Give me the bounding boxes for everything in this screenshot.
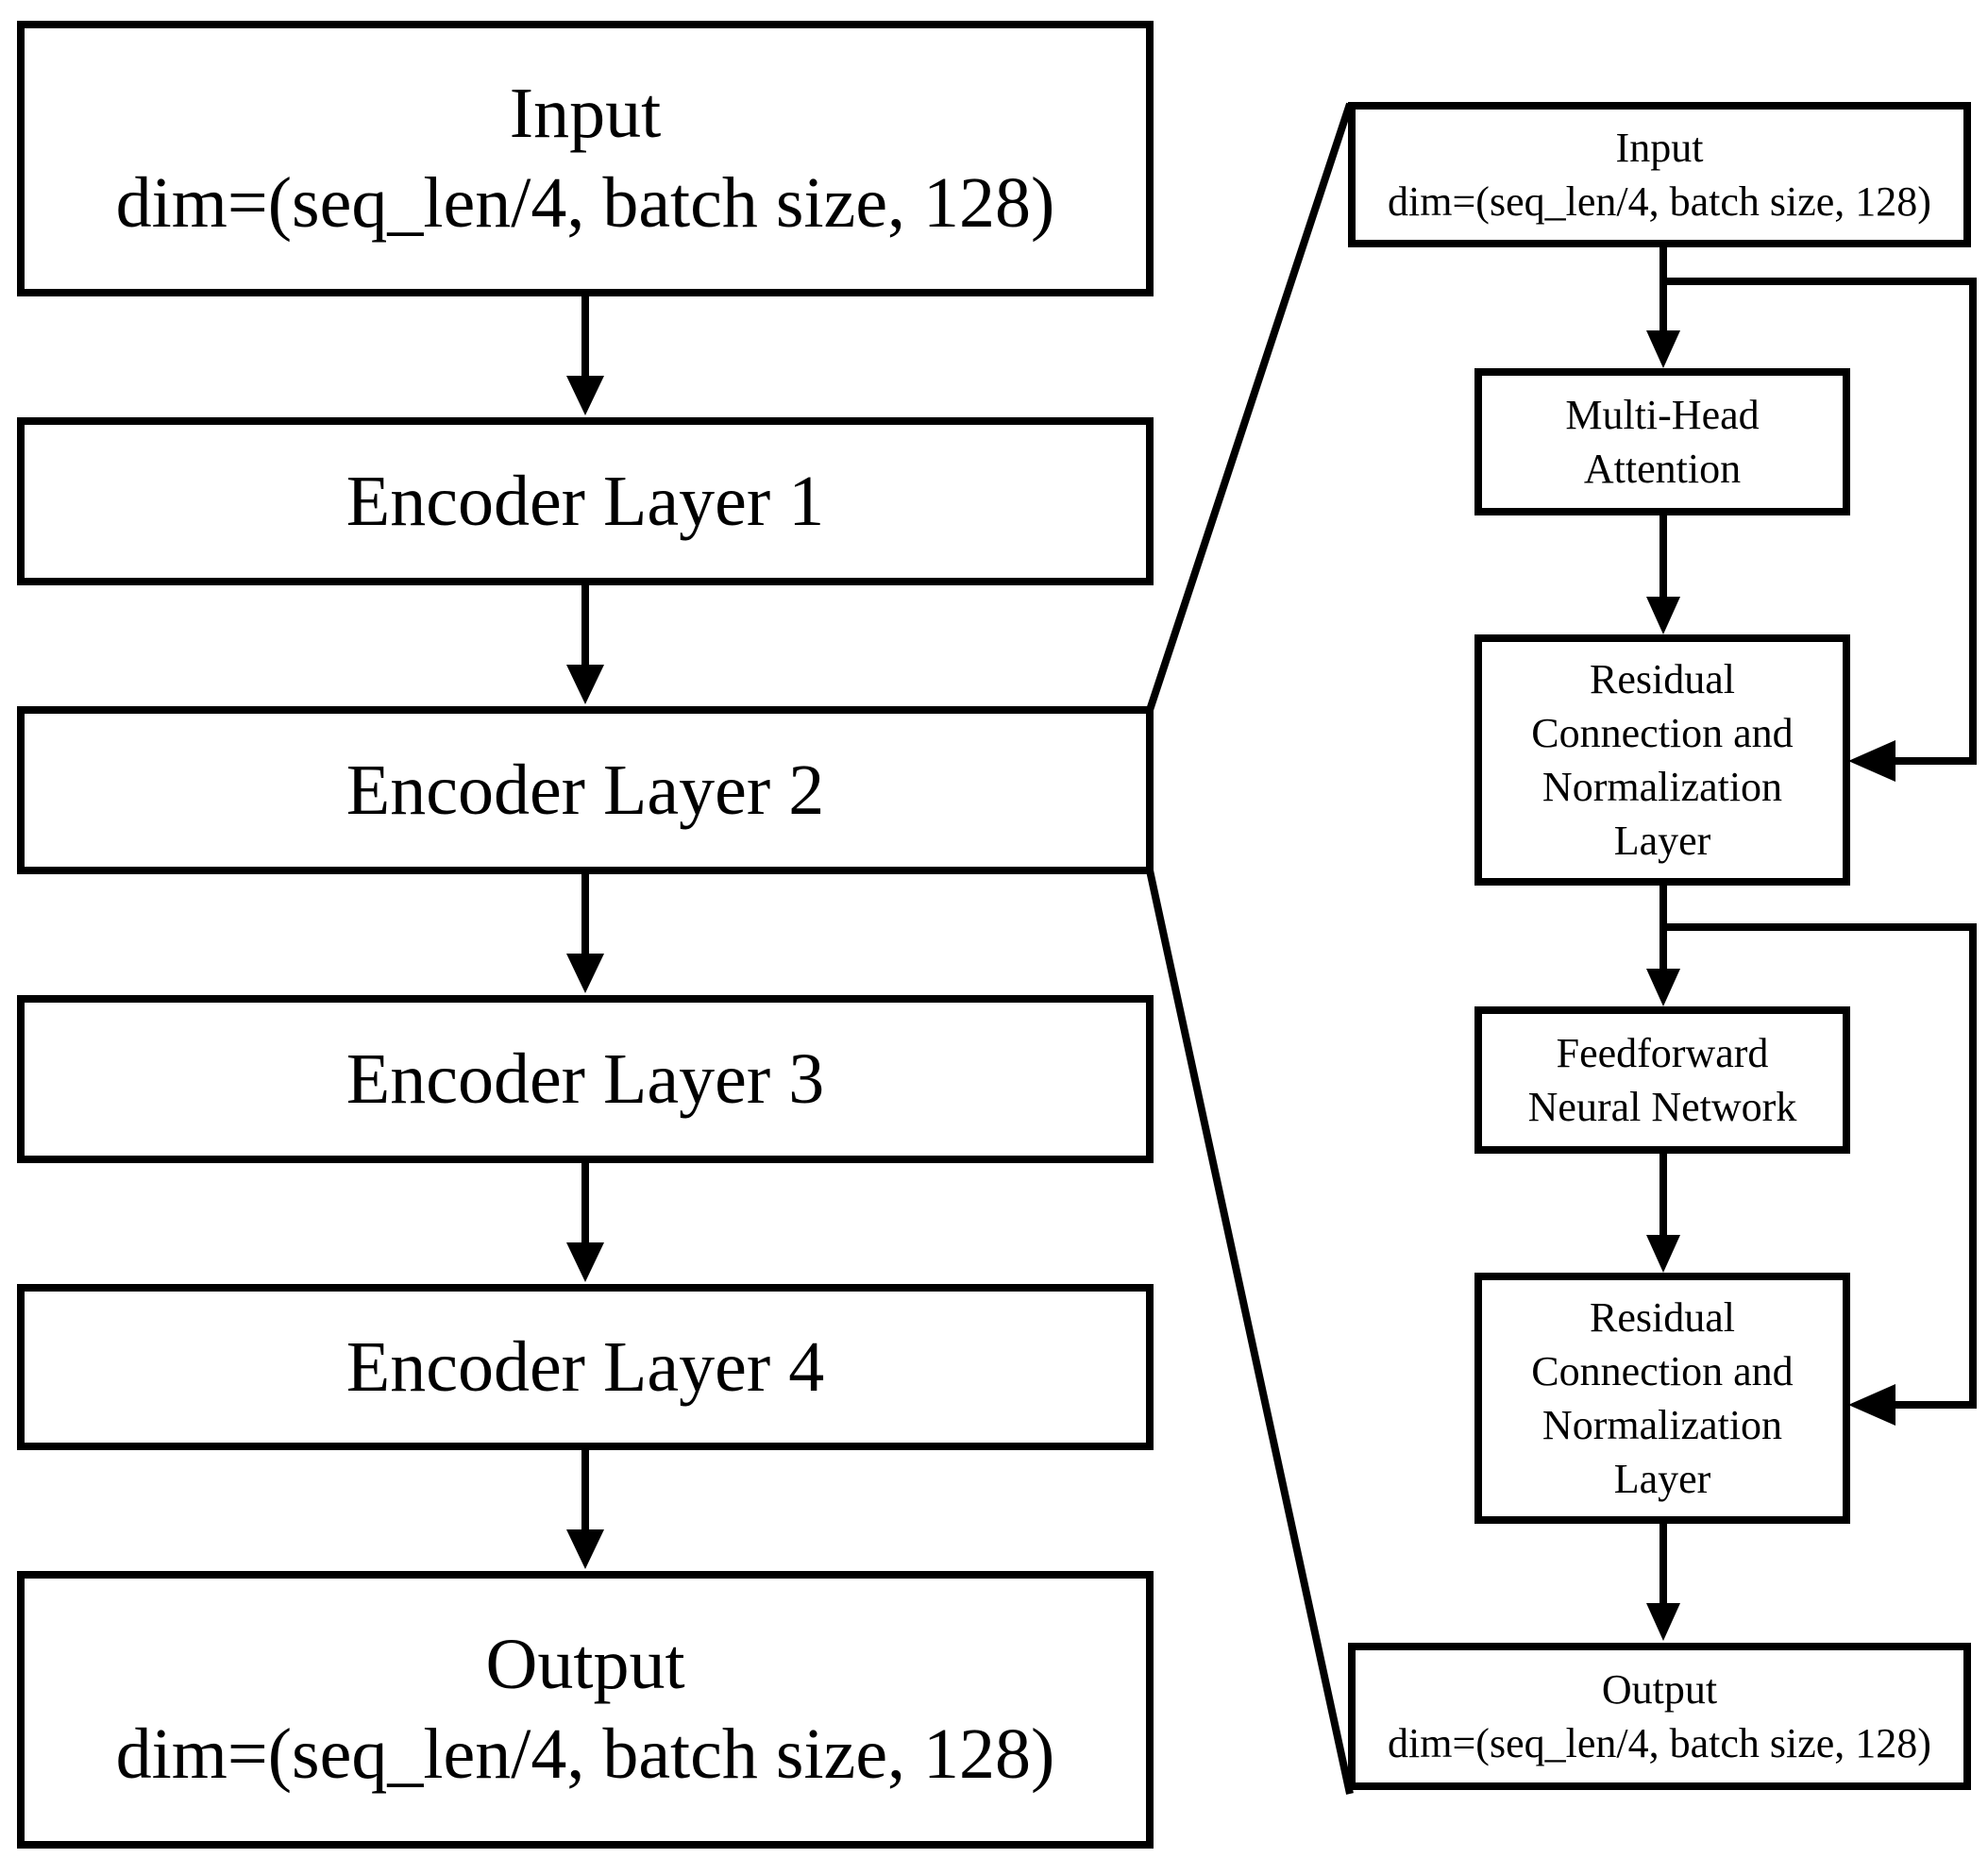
- residual-norm-block-2: Residual Connection and Normalization La…: [1474, 1273, 1850, 1524]
- multi-head-attention-block: Multi-Head Attention: [1474, 368, 1850, 515]
- feedforward-line-2: Neural Network: [1527, 1084, 1797, 1130]
- encoder-layer-1: Encoder Layer 1: [17, 417, 1154, 585]
- skip-arrowhead-2: [1848, 1384, 1895, 1426]
- residual1-line-2: Connection and: [1531, 709, 1794, 756]
- arrowhead-detail-output: [1646, 1603, 1680, 1641]
- arrowhead-layer1: [566, 376, 604, 415]
- zoom-line-bottom: [1146, 870, 1354, 1795]
- arrowhead-residual2: [1646, 1235, 1680, 1273]
- detail-output-dim: dim=(seq_len/4, batch size, 128): [1388, 1720, 1931, 1766]
- arrowhead-attention: [1646, 330, 1680, 368]
- input-dim: dim=(seq_len/4, batch size, 128): [115, 163, 1055, 243]
- output-title: Output: [485, 1625, 685, 1704]
- encoder-layer-2-label: Encoder Layer 2: [345, 750, 825, 830]
- attention-line-1: Multi-Head: [1565, 391, 1760, 438]
- output-dim: dim=(seq_len/4, batch size, 128): [115, 1714, 1055, 1794]
- residual1-line-4: Layer: [1613, 818, 1711, 865]
- input-title: Input: [509, 74, 662, 153]
- detail-output-block: Output dim=(seq_len/4, batch size, 128): [1348, 1643, 1971, 1790]
- arrowhead-layer3: [566, 954, 604, 993]
- arrowhead-layer4: [566, 1242, 604, 1282]
- encoder-layer-1-label: Encoder Layer 1: [345, 461, 825, 541]
- attention-line-2: Attention: [1583, 446, 1742, 492]
- residual1-line-1: Residual: [1590, 655, 1735, 702]
- feedforward-block: Feedforward Neural Network: [1474, 1006, 1850, 1154]
- residual1-line-3: Normalization: [1542, 764, 1783, 810]
- skip-arrowhead-1: [1848, 740, 1895, 782]
- encoder-layer-3: Encoder Layer 3: [17, 995, 1154, 1163]
- encoder-layer-3-label: Encoder Layer 3: [345, 1039, 825, 1119]
- residual2-line-2: Connection and: [1531, 1347, 1794, 1394]
- detail-input-title: Input: [1615, 124, 1704, 171]
- output-block: Output dim=(seq_len/4, batch size, 128): [17, 1571, 1154, 1849]
- skip-connection-2: [1663, 923, 1977, 1409]
- encoder-layer-4: Encoder Layer 4: [17, 1284, 1154, 1450]
- feedforward-line-1: Feedforward: [1556, 1029, 1769, 1076]
- detail-input-block: Input dim=(seq_len/4, batch size, 128): [1348, 102, 1971, 247]
- arrowhead-residual1: [1646, 597, 1680, 634]
- detail-output-title: Output: [1601, 1665, 1718, 1713]
- residual-norm-block-1: Residual Connection and Normalization La…: [1474, 634, 1850, 886]
- residual2-line-1: Residual: [1590, 1293, 1735, 1341]
- skip-connection-1: [1663, 278, 1977, 765]
- residual2-line-3: Normalization: [1542, 1402, 1783, 1448]
- arrowhead-layer2: [566, 665, 604, 704]
- encoder-layer-2: Encoder Layer 2: [17, 706, 1154, 874]
- zoom-line-top: [1146, 102, 1354, 712]
- encoder-layer-4-label: Encoder Layer 4: [345, 1326, 825, 1407]
- residual2-line-4: Layer: [1613, 1456, 1711, 1503]
- arrowhead-output: [566, 1529, 604, 1569]
- detail-input-dim: dim=(seq_len/4, batch size, 128): [1388, 178, 1931, 225]
- input-block: Input dim=(seq_len/4, batch size, 128): [17, 21, 1154, 296]
- arrowhead-feedforward: [1646, 969, 1680, 1006]
